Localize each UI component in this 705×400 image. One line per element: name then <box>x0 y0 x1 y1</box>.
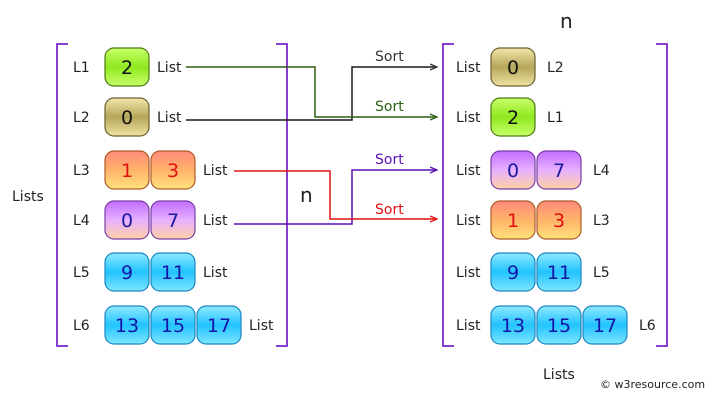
value-label: 1 <box>121 160 133 182</box>
list-row-l6: L6 13 15 17 List <box>456 305 656 345</box>
value-label: 17 <box>207 315 231 337</box>
list-name-label: L2 <box>547 60 564 76</box>
list-row-l4: L4 0 7 List <box>456 150 610 190</box>
value-box <box>196 305 242 345</box>
value-box <box>104 200 150 240</box>
value-box <box>582 305 628 345</box>
list-type-label: List <box>249 318 274 334</box>
value-label: 9 <box>121 262 133 284</box>
value-box <box>490 305 536 345</box>
value-box <box>536 150 582 190</box>
list-name-label: L1 <box>73 60 90 76</box>
list-type-label: List <box>456 163 481 179</box>
arrow-l3-to-fourth <box>234 170 437 219</box>
bottom-lists-label: Lists <box>543 367 575 383</box>
value-box <box>104 47 150 87</box>
list-row-l4: L4 0 7 List <box>73 200 228 240</box>
value-label: 2 <box>121 57 133 79</box>
list-row-l5: L5 9 11 List <box>73 252 228 292</box>
value-box <box>536 252 582 292</box>
list-name-label: L3 <box>593 213 610 229</box>
connectors <box>186 66 437 225</box>
list-row-l3: L3 1 3 List <box>73 150 228 190</box>
list-type-label: List <box>203 213 228 229</box>
value-label: 1 <box>507 210 519 232</box>
list-type-label: List <box>456 60 481 76</box>
list-type-label: List <box>456 265 481 281</box>
list-type-label: List <box>456 318 481 334</box>
right-bracket <box>442 43 668 347</box>
value-label: 9 <box>507 262 519 284</box>
value-label: 7 <box>553 160 565 182</box>
value-box <box>150 252 196 292</box>
value-box <box>490 252 536 292</box>
sort-label: Sort <box>375 49 404 65</box>
value-box <box>536 305 582 345</box>
value-label: 15 <box>547 315 571 337</box>
credit-text: © w3resource.com <box>600 378 705 391</box>
value-label: 7 <box>167 210 179 232</box>
value-box <box>536 200 582 240</box>
value-box <box>490 97 536 137</box>
value-box <box>490 47 536 87</box>
value-box <box>150 150 196 190</box>
value-label: 0 <box>507 57 519 79</box>
list-type-label: List <box>456 213 481 229</box>
value-label: 3 <box>553 210 565 232</box>
list-row-l6: L6 13 15 17 List <box>73 305 274 345</box>
list-type-label: List <box>203 265 228 281</box>
sort-label: Sort <box>375 202 404 218</box>
list-type-label: List <box>203 163 228 179</box>
value-label: 11 <box>161 262 185 284</box>
value-box <box>104 97 150 137</box>
arrow-l2-to-top <box>186 67 437 121</box>
list-type-label: List <box>456 110 481 126</box>
list-type-label: List <box>157 110 182 126</box>
value-box <box>104 252 150 292</box>
list-name-label: L6 <box>73 318 90 334</box>
value-box <box>490 200 536 240</box>
value-label: 0 <box>507 160 519 182</box>
list-name-label: L4 <box>593 163 610 179</box>
value-label: 13 <box>115 315 139 337</box>
list-row-l2: L2 0 List <box>456 47 564 87</box>
list-row-l3: L3 1 3 List <box>456 200 610 240</box>
list-name-label: L6 <box>639 318 656 334</box>
list-name-label: L5 <box>73 265 90 281</box>
value-label: 11 <box>547 262 571 284</box>
list-name-label: L3 <box>73 163 90 179</box>
value-box <box>150 305 196 345</box>
arrow-l1-to-second <box>186 66 437 117</box>
value-box <box>150 200 196 240</box>
left-bracket <box>56 43 288 347</box>
left-lists-label: Lists <box>12 189 44 205</box>
list-row-l1: L1 2 List <box>73 47 182 87</box>
value-box <box>104 150 150 190</box>
list-name-label: L5 <box>593 265 610 281</box>
arrow-l4-to-third <box>234 170 437 225</box>
list-row-l5: L5 9 11 List <box>456 252 610 292</box>
value-box <box>104 305 150 345</box>
list-name-label: L1 <box>547 110 564 126</box>
top-n-label: n <box>560 9 573 33</box>
sort-label: Sort <box>375 152 404 168</box>
list-name-label: L4 <box>73 213 90 229</box>
list-row-l2: L2 0 List <box>73 97 182 137</box>
list-type-label: List <box>157 60 182 76</box>
value-label: 0 <box>121 210 133 232</box>
list-name-label: L2 <box>73 110 90 126</box>
value-label: 0 <box>121 107 133 129</box>
value-label: 13 <box>501 315 525 337</box>
value-box <box>490 150 536 190</box>
value-label: 17 <box>593 315 617 337</box>
value-label: 2 <box>507 107 519 129</box>
list-row-l1: L1 2 List <box>456 97 564 137</box>
value-label: 15 <box>161 315 185 337</box>
mid-n-label: n <box>300 183 313 207</box>
sort-label: Sort <box>375 99 404 115</box>
value-label: 3 <box>167 160 179 182</box>
